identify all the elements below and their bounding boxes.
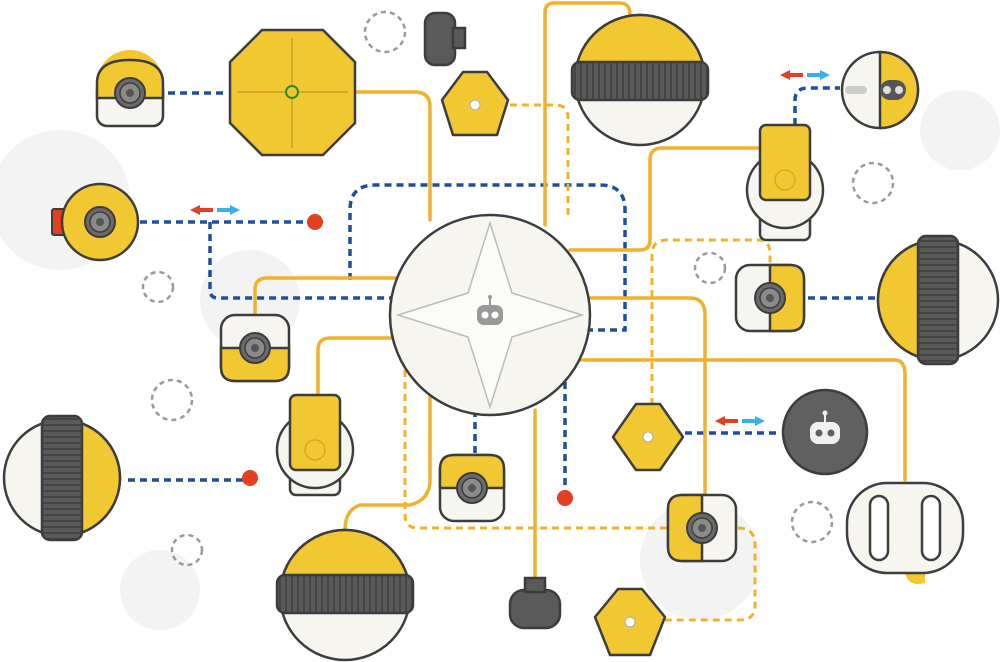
- wheel-slotted[interactable]: [845, 481, 965, 584]
- knob-module-bottom-right[interactable]: [666, 493, 738, 563]
- central-hub[interactable]: [388, 213, 592, 417]
- servo-module-right[interactable]: [745, 123, 825, 242]
- hex-module-bottom[interactable]: [593, 587, 667, 657]
- hex-module-middle[interactable]: [611, 402, 685, 472]
- wheel-top[interactable]: [570, 13, 710, 147]
- knob-module-left[interactable]: [219, 313, 291, 383]
- robot-face-icon: [810, 410, 840, 444]
- connector-plug-top[interactable]: [423, 11, 467, 67]
- knob-module-bottom-center[interactable]: [438, 453, 506, 523]
- knob-module-top-left[interactable]: [95, 50, 165, 128]
- wheel-left[interactable]: [2, 414, 122, 542]
- octagon-light-sensor[interactable]: [228, 28, 357, 157]
- wires-orange: [253, 1, 907, 622]
- servo-module-left[interactable]: [275, 393, 355, 497]
- empty-slot-markers: [141, 10, 895, 567]
- knob-module-right[interactable]: [734, 263, 806, 333]
- wheel-right[interactable]: [876, 234, 1000, 366]
- hex-module-top[interactable]: [440, 70, 510, 137]
- robot-face-icon: [477, 295, 503, 325]
- direction-arrows: [190, 70, 830, 426]
- robot-controller[interactable]: [781, 388, 869, 476]
- knob-module-red-tab[interactable]: [51, 182, 140, 262]
- red-endpoints: [242, 214, 573, 506]
- wheel-bottom[interactable]: [275, 528, 415, 662]
- wires-blue: [128, 86, 878, 495]
- connector-plug-bottom[interactable]: [508, 576, 562, 630]
- ir-sensor-module[interactable]: [840, 50, 920, 130]
